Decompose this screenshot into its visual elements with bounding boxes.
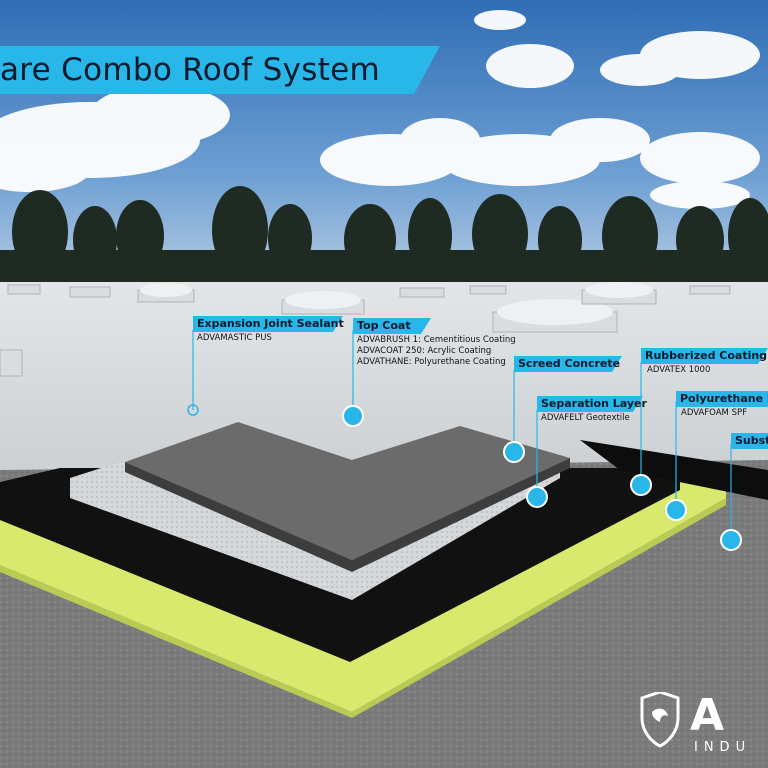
title-banner: are Combo Roof System	[0, 46, 440, 94]
brand-logo: A INDU	[638, 688, 768, 768]
callout-dots	[187, 404, 742, 551]
callout-substrate: Substru	[731, 433, 768, 449]
callout-separation-sub: ADVAFELT Geotextile	[541, 413, 630, 423]
callout-top-coat-sub-1: ADVABRUSH 1: Cementitious Coating	[357, 335, 516, 345]
skylights	[0, 282, 731, 377]
callout-screed: Screed Concrete	[514, 356, 622, 372]
callout-foam-name: Polyurethane Foam	[680, 392, 768, 405]
callout-top-coat-name: Top Coat	[357, 319, 411, 332]
callout-rubberized-name: Rubberized Coating	[645, 349, 768, 362]
screed-slab-top	[125, 422, 570, 560]
callout-expansion-joint-sub: ADVAMASTIC PUS	[197, 333, 272, 343]
title-banner-shape	[0, 46, 440, 94]
callout-rubberized-sub: ADVATEX 1000	[647, 365, 711, 375]
callout-rubberized: Rubberized Coating	[641, 348, 768, 364]
logo-subtext: INDU	[694, 740, 752, 755]
callout-top-coat: Top Coat	[353, 318, 431, 334]
shield-icon	[640, 692, 680, 748]
callout-expansion-joint: Expansion Joint Sealant	[193, 316, 344, 332]
callout-foam-sub: ADVAFOAM SPF	[681, 408, 747, 418]
callout-substrate-name: Substru	[735, 434, 768, 447]
clouds	[0, 10, 760, 209]
page-title: are Combo Roof System	[0, 52, 381, 88]
callout-foam: Polyurethane Foam	[676, 391, 768, 407]
callout-screed-name: Screed Concrete	[518, 357, 621, 370]
logo-letters: A	[690, 690, 727, 741]
callout-expansion-joint-name: Expansion Joint Sealant	[197, 317, 344, 330]
callout-top-coat-sub-3: ADVATHANE: Polyurethane Coating	[357, 357, 506, 367]
callout-separation-name: Separation Layer	[541, 397, 647, 410]
callout-separation: Separation Layer	[537, 396, 647, 412]
leader-lines	[192, 330, 732, 540]
callout-top-coat-sub-2: ADVACOAT 250: Acrylic Coating	[357, 346, 492, 356]
tree-line	[0, 186, 768, 282]
